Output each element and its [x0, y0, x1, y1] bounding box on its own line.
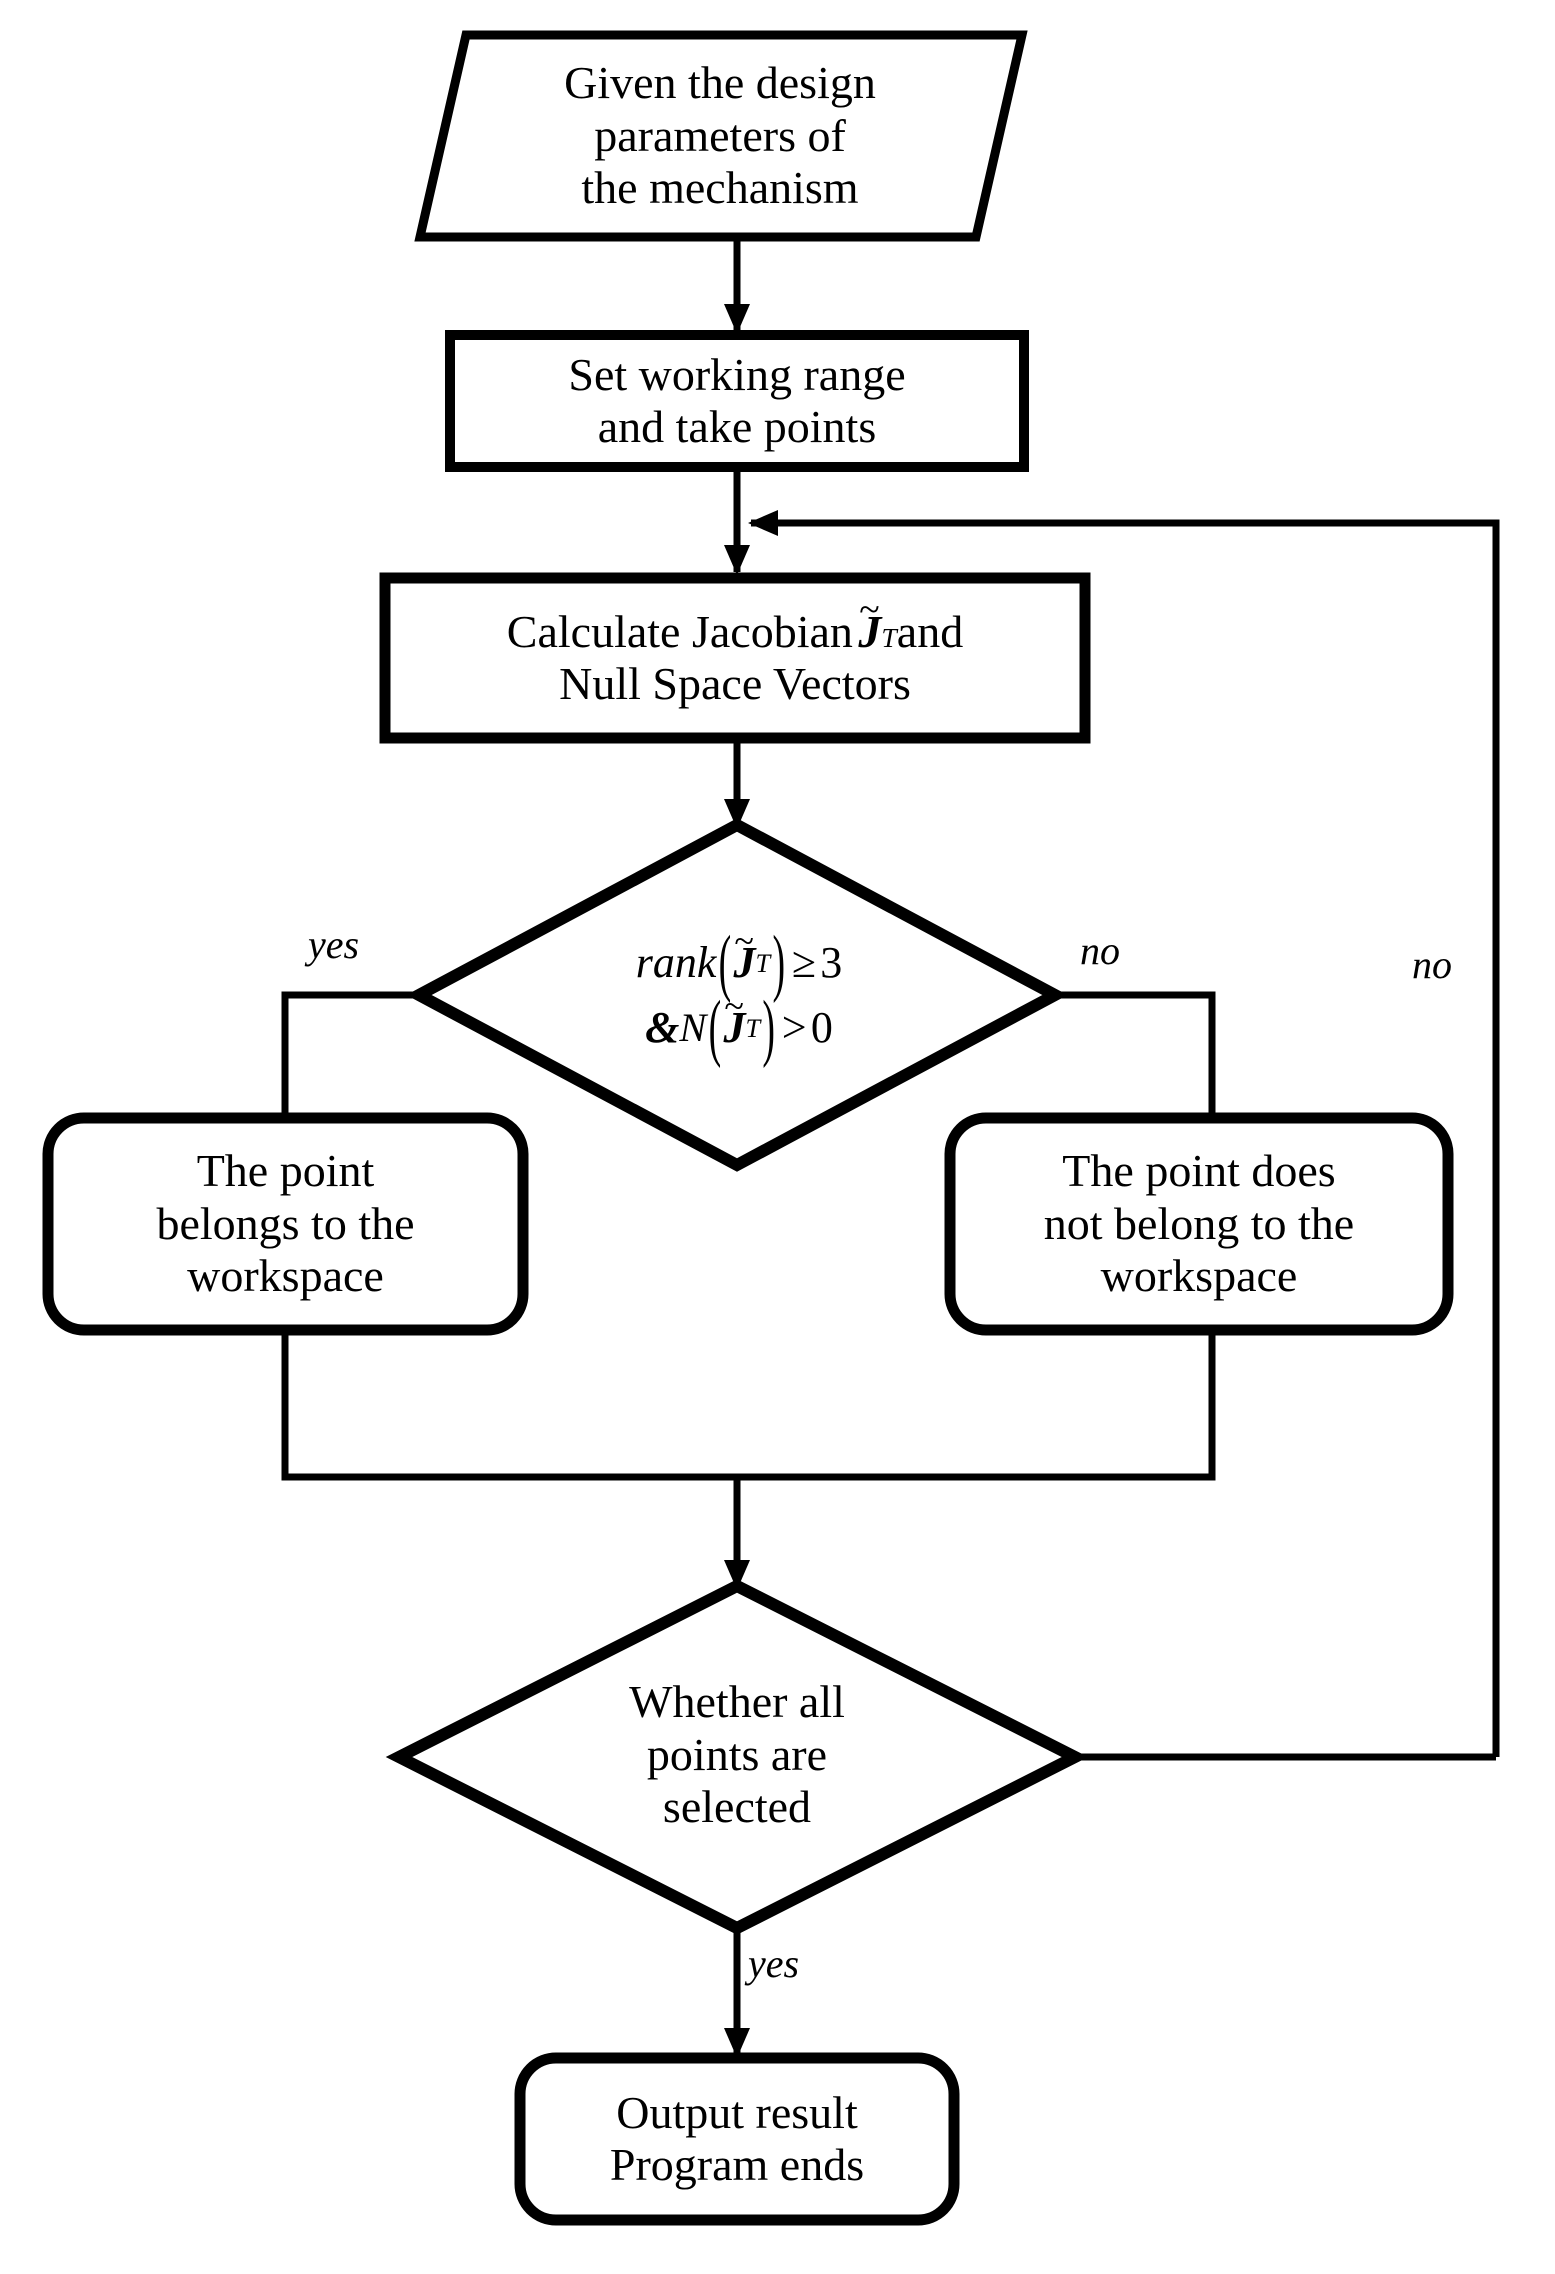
- rank-close-paren: ): [772, 920, 786, 1005]
- rank-jacobian-letter: J: [733, 938, 756, 987]
- jacobian-suffix: and: [896, 606, 964, 658]
- jacobian-line-1: Calculate Jacobian ~ J T and: [506, 589, 964, 658]
- rank-tilde-accent: ~: [734, 921, 754, 962]
- rank-condition-line-1: rank ( ~ J T ) ≥ 3: [635, 920, 843, 1005]
- rank-function-name: rank: [635, 938, 717, 987]
- rank-open-paren: (: [718, 920, 732, 1005]
- node-start-shape: [414, 30, 1028, 242]
- null-space-open-paren: (: [708, 985, 722, 1070]
- node-calc-jacobian-label: Calculate Jacobian ~ J T and Null Space …: [385, 578, 1085, 738]
- rank-jacobian-symbol: ~ J: [733, 921, 756, 988]
- rank-relation-operator: ≥: [791, 938, 816, 987]
- null-space-relation-operator: >: [781, 1003, 807, 1052]
- rank-threshold-value: 3: [820, 938, 843, 987]
- null-space-jacobian-letter: J: [723, 1003, 746, 1052]
- edge-not-in-workspace-to-merge: [737, 1330, 1216, 1481]
- null-space-close-paren: ): [762, 985, 776, 1070]
- edge-loop-no-return: [748, 510, 1500, 1757]
- node-rank-check-shape: [406, 818, 1068, 1172]
- edge-label-rank-no: no: [1080, 928, 1120, 973]
- node-all-points-shape: [385, 1579, 1089, 1935]
- edge-label-loop-no: no: [1412, 942, 1452, 987]
- rank-condition-line-2: & N ( ~ J T ) > 0: [645, 985, 833, 1070]
- jacobian-prefix: Calculate Jacobian: [506, 606, 853, 658]
- node-calc-jacobian-shape: [379, 572, 1091, 744]
- node-in-workspace-shape: [42, 1112, 529, 1336]
- edge-rank-no: [1055, 991, 1216, 1118]
- null-space-threshold-value: 0: [810, 1003, 833, 1052]
- node-set-range-shape: [445, 330, 1029, 472]
- edge-rank-yes: [281, 991, 419, 1118]
- jacobian-symbol: ~ J: [858, 589, 882, 658]
- node-not-in-workspace-shape: [944, 1112, 1454, 1336]
- null-space-jacobian-symbol: ~ J: [723, 986, 746, 1053]
- null-space-tilde-accent: ~: [724, 986, 744, 1027]
- node-output-shape: [514, 2052, 960, 2226]
- edge-in-workspace-to-merge: [281, 1330, 737, 1481]
- null-space-function-name: N: [679, 1005, 707, 1050]
- jacobian-symbol-letter: J: [858, 606, 882, 658]
- edge-label-all-points-yes: yes: [748, 1941, 800, 1986]
- edge-label-rank-yes: yes: [308, 922, 360, 967]
- jacobian-null-space-text: Null Space Vectors: [559, 658, 911, 709]
- jacobian-line-2: Null Space Vectors: [559, 658, 911, 710]
- jacobian-tilde-accent: ~: [859, 589, 880, 632]
- node-rank-check-label: rank ( ~ J T ) ≥ 3 & N ( ~ J T ) > 0: [519, 905, 959, 1085]
- null-space-ampersand: &: [645, 1003, 680, 1052]
